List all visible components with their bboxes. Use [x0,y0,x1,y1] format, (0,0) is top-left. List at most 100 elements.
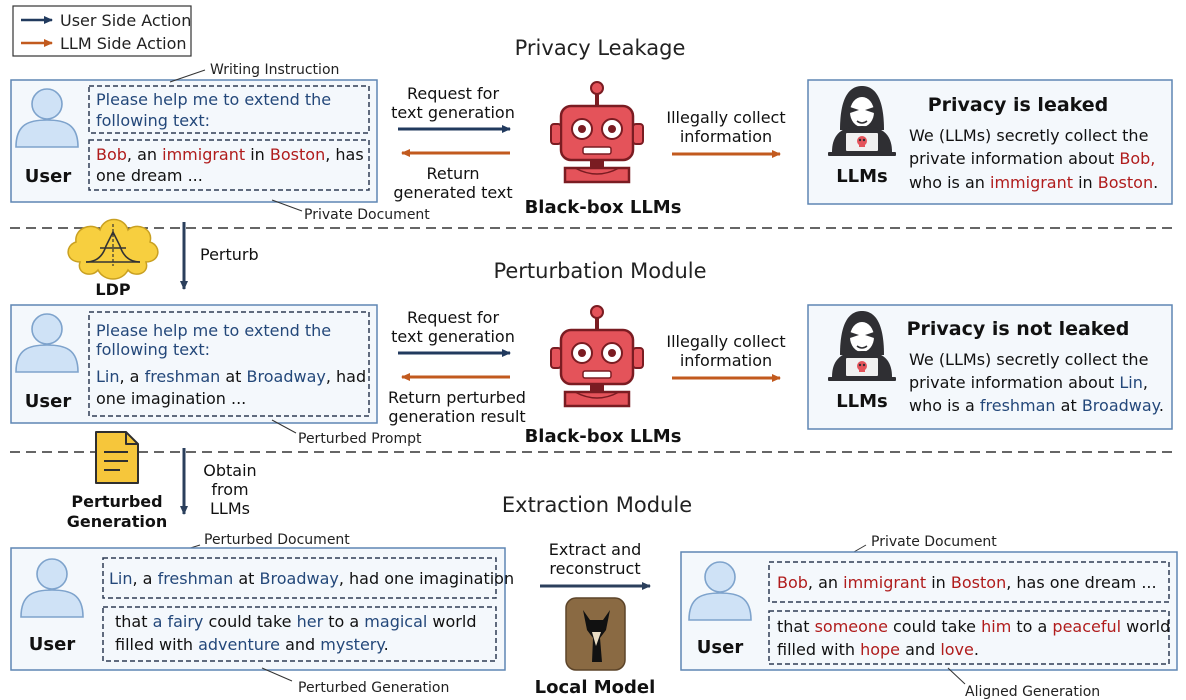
s3-perturbed-generation-line2: filled with adventure and mystery. [115,635,389,654]
s1-callout-line-top [169,69,206,83]
text-run: . [1159,396,1164,415]
perturbed-term: Lin [96,367,120,386]
text-run: , had one imagination [339,569,514,588]
private-term: Bob [96,145,127,164]
s3-perturbed-document-box [102,557,497,599]
perturbed-term: Broadway [260,569,339,588]
text-run: to a [1011,617,1052,636]
legend: User Side Action LLM Side Action [12,5,192,57]
obtain-label-line3: LLMs [210,499,250,518]
text-run: could take [888,617,981,636]
text-run: private information about [909,149,1119,168]
s1-collect-label-line2: information [680,127,772,146]
text-run: could take [203,612,296,631]
s3-perturbed-document-line: Lin, a freshman at Broadway, had one ima… [109,569,514,588]
perturbed-generation-label-line1: Perturbed [71,492,162,511]
private-term: love [940,640,974,659]
text-run: and [280,635,320,654]
text-run: , an [127,145,162,164]
s1-private-document-line1: Bob, an immigrant in Boston, has [96,145,364,164]
s3-perturbed-generation-line1: that a fairy could take her to a magical… [115,612,476,631]
s3-private-document-line: Bob, an immigrant in Boston, has one dre… [777,573,1157,592]
s2-callout-line [271,419,297,434]
perturbed-generation-group: Perturbed Generation [67,431,167,531]
s1-llm-panel: LLMs Privacy is leaked We (LLMs) secretl… [807,79,1173,205]
s3-left-callout-line-bottom [261,667,293,682]
s1-private-document-box [88,139,370,191]
text-run: . [384,635,389,654]
s2-blackbox-label: Black-box LLMs [525,426,682,447]
text-run: filled with [777,640,860,659]
s1-return-label-line1: Return [426,164,479,183]
s2-llms-label: LLMs [836,391,888,412]
obtain-label-line1: Obtain [203,461,256,480]
obtain-label-line2: from [211,480,248,499]
s3-right-user-label: User [697,637,744,658]
perturbed-term: magical [364,612,427,631]
perturbed-generation-label-line2: Generation [67,512,167,531]
s2-perturbed-prompt-box [88,311,370,417]
text-run: , has [325,145,363,164]
private-term: Boston [951,573,1006,592]
private-term: Boston [1098,173,1153,192]
private-term: someone [815,617,888,636]
text-run: that [777,617,815,636]
private-term: Bob [777,573,808,592]
perturbed-term: freshman [980,396,1056,415]
perturb-label: Perturb [200,245,259,264]
text-run: who is a [909,396,980,415]
perturbed-term: freshman [145,367,221,386]
s2-robot-icon [549,304,645,408]
text-run: , has one dream ... [1006,573,1156,592]
s2-return-label-line1: Return perturbed [388,388,526,407]
s2-user-panel: User Please help me to extend the follow… [10,304,378,424]
ldp-group: LDP [67,218,159,299]
s1-blackbox-label: Black-box LLMs [525,197,682,218]
s3-extract-label-line2: reconstruct [549,559,640,578]
s1-result-line2: private information about Bob, [909,149,1155,168]
s2-collect-label-line1: Illegally collect [666,332,785,351]
text-run: . [974,640,979,659]
s1-user-label: User [25,166,72,187]
s3-left-callout-perturbed-document: Perturbed Document [204,532,350,548]
text-run: in [1073,173,1098,192]
s3-extract-label-line1: Extract and [549,540,642,559]
perturbed-term: freshman [158,569,234,588]
private-term: Boston [270,145,325,164]
private-term: peaceful [1052,617,1121,636]
s2-return-label-line2: generation result [388,407,525,426]
s3-perturbed-generation-box [102,606,497,662]
text-run: , [1143,373,1148,392]
s2-llm-panel: LLMs Privacy is not leaked We (LLMs) sec… [807,304,1173,430]
private-term: immigrant [843,573,926,592]
text-run: to a [323,612,364,631]
text-run: at [1056,396,1082,415]
perturbed-term: Lin [109,569,133,588]
s1-result-title: Privacy is leaked [928,94,1109,116]
text-run: . [1153,173,1158,192]
s3-left-panel: User Lin, a freshman at Broadway, had on… [10,547,514,671]
s2-result-title: Privacy is not leaked [907,318,1130,340]
text-run: who is an [909,173,990,192]
s3-right-callout-aligned-generation: Aligned Generation [965,684,1100,700]
private-term: immigrant [162,145,245,164]
s2-user-label: User [25,391,72,412]
text-run: , had [326,367,366,386]
text-run: in [245,145,270,164]
text-run: in [926,573,951,592]
perturbed-term: a fairy [153,612,204,631]
document-icon [95,431,139,484]
s3-left-panel-frame [10,547,506,671]
perturbed-term: mystery [320,635,385,654]
text-run: world [1121,617,1170,636]
s1-instruction-line2: following text: [96,111,210,130]
s1-instruction-line1: Please help me to extend the [96,90,331,109]
s2-collect-label-line2: information [680,351,772,370]
s2-callout-perturbed-prompt: Perturbed Prompt [298,431,422,447]
s1-result-line1: We (LLMs) secretly collect the [909,126,1148,145]
s1-request-label-line2: text generation [391,103,515,122]
text-run: , a [120,367,145,386]
perturbed-term: Broadway [1082,396,1161,415]
s2-perturbed-document-line1: Lin, a freshman at Broadway, had [96,367,366,386]
